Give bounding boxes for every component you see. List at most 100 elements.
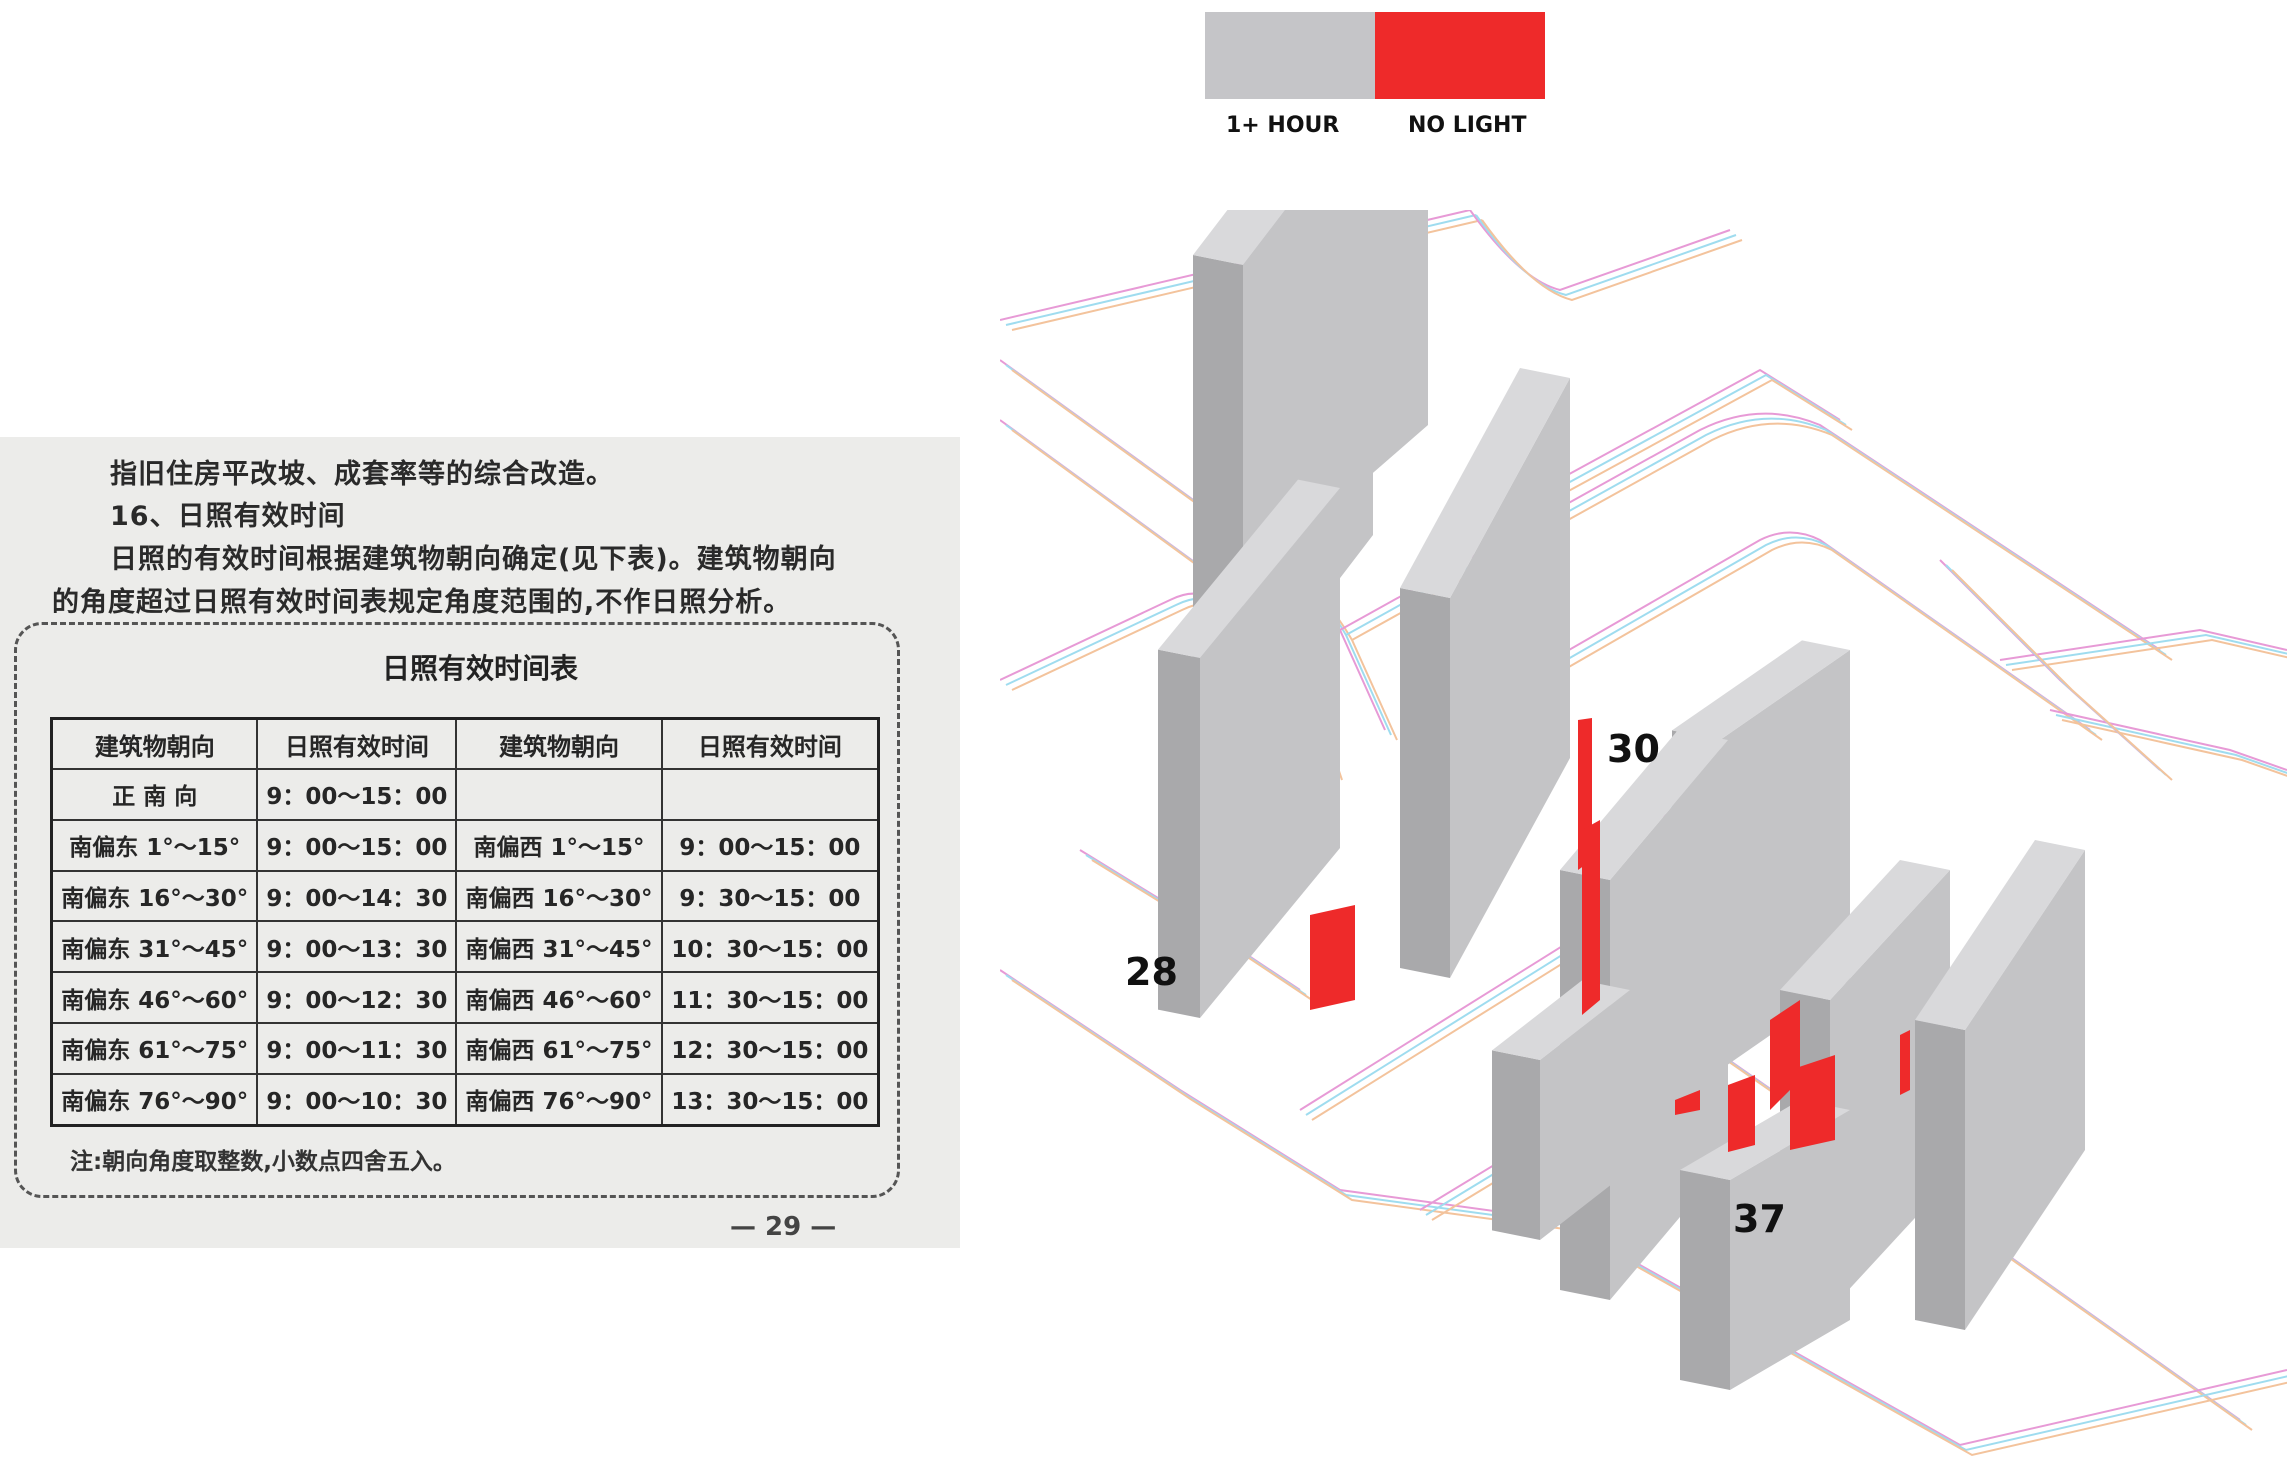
- road-line: [1441, 541, 2103, 741]
- legend-label-1-hour: 1+ HOUR: [1226, 113, 1340, 138]
- building-west-tall: [1400, 368, 1570, 978]
- road-line: [1539, 368, 1841, 491]
- legend-swatch-no-light: [1375, 12, 1545, 99]
- header-time-2: 日照有效时间: [660, 717, 880, 770]
- road-line: [1999, 628, 2287, 661]
- no-light-30a-edge: [1582, 820, 1600, 1015]
- road-line: [1951, 569, 2173, 781]
- table-cell: 13：30～15：00: [660, 1072, 880, 1127]
- no-light-east: [1900, 1030, 1910, 1095]
- scalloped-frame: [14, 622, 900, 1198]
- table-cell: 南偏东 1°～15°: [50, 818, 259, 872]
- table-cell: 南偏东 46°～60°: [50, 971, 259, 1025]
- building-southeast: [1915, 840, 2085, 1330]
- building-front-face: [1200, 488, 1340, 1018]
- road-line: [2011, 638, 2287, 671]
- legend-swatch-1-hour: [1205, 12, 1375, 99]
- no-light-37: [1728, 1075, 1755, 1152]
- no-light-30b: [1790, 1055, 1835, 1150]
- road-line: [2061, 719, 2287, 777]
- building-top-face: [1780, 860, 1950, 1000]
- building-side-face: [1680, 1170, 1730, 1390]
- table-note: 注:朝向角度取整数,小数点四舍五入。: [70, 1149, 456, 1175]
- building-south-mid: [1492, 980, 1630, 1240]
- table-cell: 9：00～10：30: [256, 1072, 458, 1127]
- building-top-face: [1400, 368, 1570, 598]
- building-top-face: [1158, 479, 1340, 658]
- building-front-face: [1730, 1110, 1850, 1390]
- table-cell: 9：00～15：00: [256, 768, 458, 821]
- table-cell: 9：00～12：30: [256, 971, 458, 1025]
- table-cell: 9：00～15：00: [256, 818, 458, 872]
- road-line: [1481, 219, 1743, 302]
- road-line: [1000, 969, 1561, 1221]
- table-cell: 南偏东 76°～90°: [50, 1072, 259, 1127]
- building-top-face: [1193, 210, 1286, 265]
- table-cell: 南偏西 31°～45°: [455, 920, 663, 974]
- doc-line-4: 的角度超过日照有效时间表规定角度范围的,不作日照分析。: [52, 587, 792, 618]
- table-cell: 9：00～14：30: [256, 869, 458, 923]
- road-line: [1005, 974, 1567, 1226]
- table-title: 日照有效时间表: [381, 652, 578, 685]
- road-line: [1011, 979, 1573, 1231]
- building-front-face: [1540, 990, 1630, 1240]
- header-time-1: 日照有效时间: [256, 717, 458, 770]
- table-cell: 9：00～15：00: [660, 818, 880, 872]
- building-label-28: 28: [1125, 950, 1178, 994]
- road-line: [1339, 412, 2161, 651]
- legend-label-no-light: NO LIGHT: [1408, 113, 1527, 138]
- road-line: [1429, 531, 2091, 731]
- table-cell: 南偏东 16°～30°: [50, 869, 259, 923]
- no-light-37-step: [1675, 1090, 1700, 1115]
- building-front-face: [1450, 378, 1570, 978]
- table-cell: 9：30～15：00: [660, 869, 880, 923]
- table-cell: 12：30～15：00: [660, 1022, 880, 1075]
- table-cell: 9：00～13：30: [256, 920, 458, 974]
- road-line: [1551, 378, 1853, 501]
- road-line: [1435, 536, 2097, 736]
- building-top-face: [1560, 730, 1728, 880]
- building-top-face: [1915, 840, 2085, 1030]
- table-cell: 南偏西 1°～15°: [455, 818, 663, 872]
- scanned-regulation-page: 指旧住房平改坡、成套率等的综合改造。 16、日照有效时间 日照的有效时间根据建筑…: [0, 437, 960, 1248]
- table-cell: 正 南 向: [50, 768, 259, 821]
- buildings: [1158, 210, 2085, 1390]
- table-cell: 南偏东 61°～75°: [50, 1022, 259, 1075]
- table-cell: 9：00～11：30: [256, 1022, 458, 1075]
- road-line: [2005, 633, 2287, 666]
- table-cell: 南偏东 31°～45°: [50, 920, 259, 974]
- doc-line-1: 指旧住房平改坡、成套率等的综合改造。: [110, 459, 614, 490]
- doc-line-3: 日照的有效时间根据建筑物朝向确定(见下表)。建筑物朝向: [110, 544, 837, 575]
- page-number: — 29 —: [730, 1212, 837, 1242]
- building-label-30: 30: [1607, 727, 1660, 771]
- table-cell: [660, 768, 880, 821]
- table-cell: 11：30～15：00: [660, 971, 880, 1025]
- table-cell: [455, 768, 663, 821]
- building-28: [1158, 479, 1340, 1018]
- header-orientation-2: 建筑物朝向: [455, 717, 663, 770]
- building-front-face: [1965, 850, 2085, 1330]
- table-cell: 10：30～15：00: [660, 920, 880, 974]
- building-top-face: [1672, 640, 1850, 740]
- road-line: [1545, 373, 1847, 496]
- building-side-face: [1400, 588, 1450, 978]
- no-light-28: [1310, 905, 1355, 1010]
- table-header-row: 建筑物朝向 日照有效时间 建筑物朝向 日照有效时间: [50, 717, 880, 770]
- doc-line-2: 16、日照有效时间: [110, 501, 346, 532]
- table-cell: 南偏西 46°～60°: [455, 971, 663, 1025]
- table-cell: 南偏西 61°～75°: [455, 1022, 663, 1075]
- road-line: [1351, 422, 2173, 661]
- building-side-face: [1915, 1020, 1965, 1330]
- building-side-face: [1492, 1050, 1540, 1240]
- road-line: [1345, 417, 2167, 656]
